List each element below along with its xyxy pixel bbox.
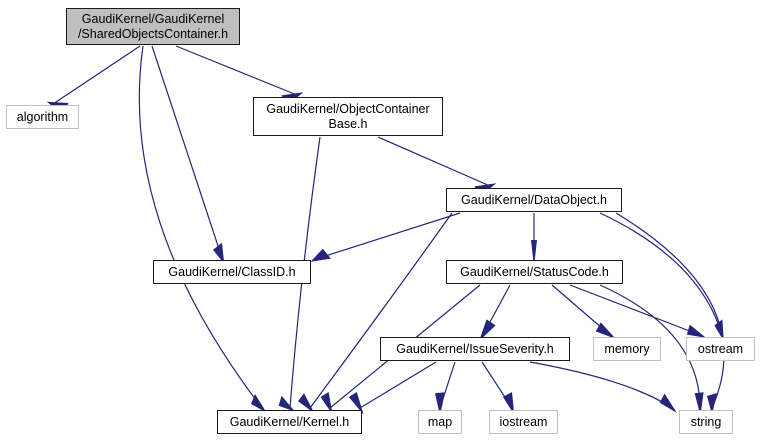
graph-node-kernel[interactable]: GaudiKernel/Kernel.h [217,410,362,434]
edge-statuscode-to-issuesev [482,284,511,336]
graph-node-label: algorithm [16,109,69,124]
edge-issuesev-to-map [439,361,456,409]
edge-issuesev-to-kernel [359,361,437,409]
graph-node-classid[interactable]: GaudiKernel/ClassID.h [153,260,311,284]
edge-dataobject-to-string [615,212,725,409]
edge-root-to-objcontbase [175,45,298,96]
graph-node-label: ostream [697,341,744,356]
edge-statuscode-to-ostream [569,284,701,336]
edge-dataobject-to-kernel [309,212,453,409]
edge-dataobject-to-classid [315,212,461,260]
graph-node-label: GaudiKernel/ObjectContainer Base.h [266,101,430,131]
graph-node-ostream[interactable]: ostream [686,337,755,361]
graph-node-label: GaudiKernel/IssueSeverity.h [396,341,554,356]
arrowhead-issuesev-to-string [659,393,677,413]
graph-node-statuscode[interactable]: GaudiKernel/StatusCode.h [446,260,623,284]
arrowhead-dataobject-to-classid [310,248,331,262]
graph-node-map[interactable]: map [418,410,462,434]
graph-node-label: string [690,414,722,429]
graph-node-label: map [427,414,453,429]
graph-node-label: GaudiKernel/StatusCode.h [460,264,609,279]
edge-root-to-classid [151,45,223,259]
edge-issuesev-to-iostream [481,361,513,409]
edge-issuesev-to-string [529,361,673,409]
graph-node-label: GaudiKernel/Kernel.h [229,414,350,429]
graph-node-objcontbase[interactable]: GaudiKernel/ObjectContainer Base.h [253,97,443,136]
edge-root-to-kernel [138,45,263,409]
graph-node-label: iostream [499,414,548,429]
graph-node-label: memory [604,341,650,356]
graph-node-memory[interactable]: memory [593,337,661,361]
graph-node-iostream[interactable]: iostream [489,410,558,434]
graph-node-dataobject[interactable]: GaudiKernel/DataObject.h [446,188,622,212]
graph-node-label: GaudiKernel/ClassID.h [168,264,296,279]
edge-root-to-algorithm [52,45,141,105]
graph-node-label: GaudiKernel/GaudiKernel /SharedObjectsCo… [77,11,229,41]
graph-node-root[interactable]: GaudiKernel/GaudiKernel /SharedObjectsCo… [66,8,240,45]
edge-objcontbase-to-dataobject [377,136,491,187]
graph-node-label: GaudiKernel/DataObject.h [461,192,607,207]
graph-node-issuesev[interactable]: GaudiKernel/IssueSeverity.h [380,337,570,361]
graph-node-algorithm[interactable]: algorithm [6,105,79,129]
arrowhead-statuscode-to-ostream [686,324,706,338]
edge-statuscode-to-memory [551,284,611,336]
graph-node-string[interactable]: string [679,410,733,434]
